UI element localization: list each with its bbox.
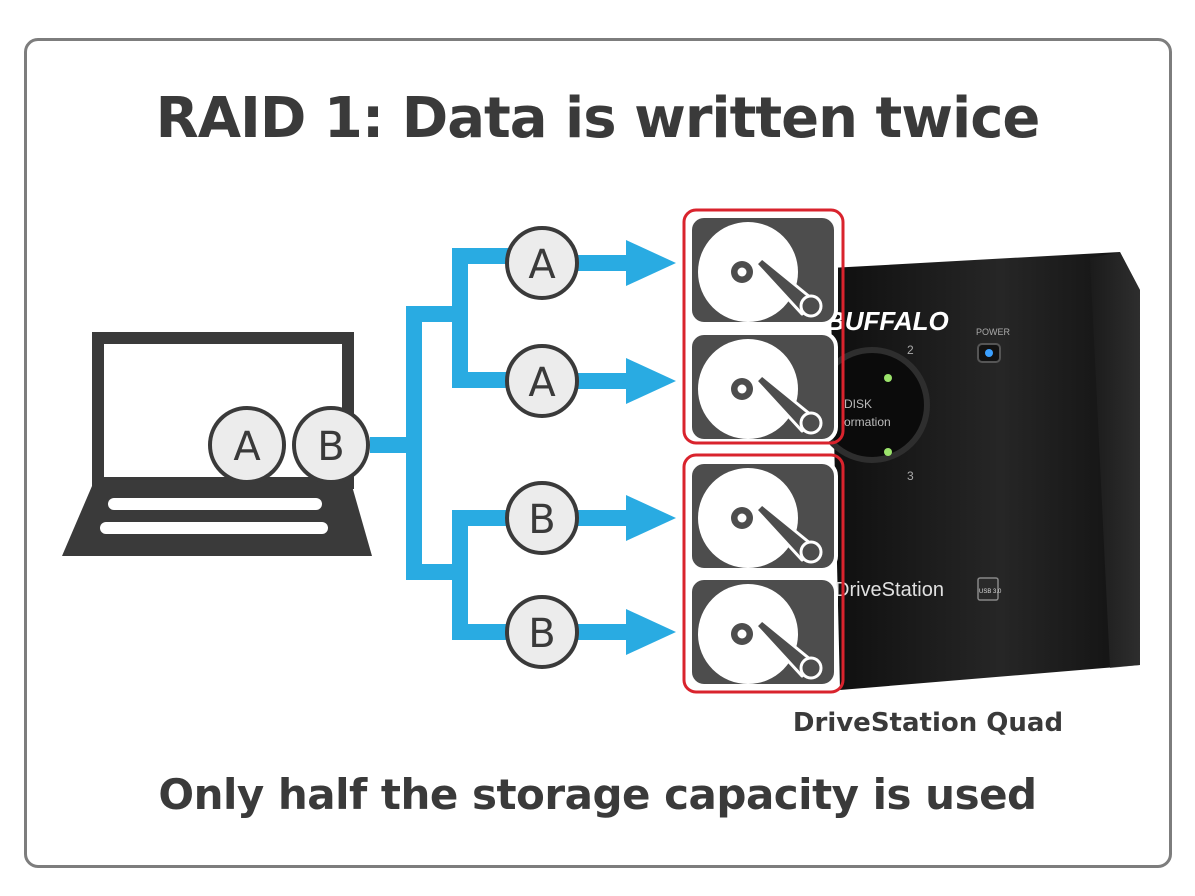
write-arrow-icon <box>626 240 676 286</box>
mirror-group-outline <box>682 453 845 694</box>
hard-disk-icon <box>688 214 838 326</box>
write-arrow-icon <box>626 495 676 541</box>
power-led-icon <box>985 349 993 357</box>
usb-badge <box>977 577 999 601</box>
write-arrow-icon <box>626 609 676 655</box>
write-data-block: A <box>505 226 579 300</box>
center-label-top: DISK <box>844 397 872 411</box>
write-arrows <box>626 240 676 655</box>
write-data-block: B <box>505 595 579 669</box>
data-block-label: B <box>317 424 344 470</box>
hard-disk-icon <box>688 331 838 443</box>
laptop-data-block: B <box>292 406 370 484</box>
hard-disk-icon <box>688 460 838 572</box>
laptop-data-block: A <box>208 406 286 484</box>
power-label: POWER <box>976 327 1011 337</box>
bay-number: 3 <box>907 469 914 483</box>
bay-number: 2 <box>907 343 914 357</box>
diagram-title: RAID 1: Data is written twice <box>155 86 1041 151</box>
diagram-footer: Only half the storage capacity is used <box>158 770 1037 819</box>
mirror-group-outline <box>682 208 845 445</box>
hard-disk-icon <box>688 576 838 688</box>
usb-badge-text: USB 3.0 <box>979 589 1002 595</box>
drivestation-device: DISK ormation 2 3 BUFFALO POWER DriveSta… <box>814 252 1140 690</box>
data-block-label: A <box>233 424 261 470</box>
write-label: A <box>528 360 556 406</box>
center-label-bottom: ormation <box>844 415 891 429</box>
write-data-block: A <box>505 344 579 418</box>
status-led-icon <box>884 374 892 382</box>
model-text: DriveStation <box>835 579 944 601</box>
write-label: A <box>528 242 556 288</box>
brand-logo: BUFFALO <box>826 306 949 336</box>
device-caption: DriveStation Quad <box>792 708 1064 738</box>
write-label: B <box>528 497 555 543</box>
write-label: B <box>528 611 555 657</box>
laptop-icon <box>62 332 372 556</box>
status-led-icon <box>884 448 892 456</box>
data-path-connector <box>370 248 630 640</box>
write-data-block: B <box>505 481 579 555</box>
write-arrow-icon <box>626 358 676 404</box>
